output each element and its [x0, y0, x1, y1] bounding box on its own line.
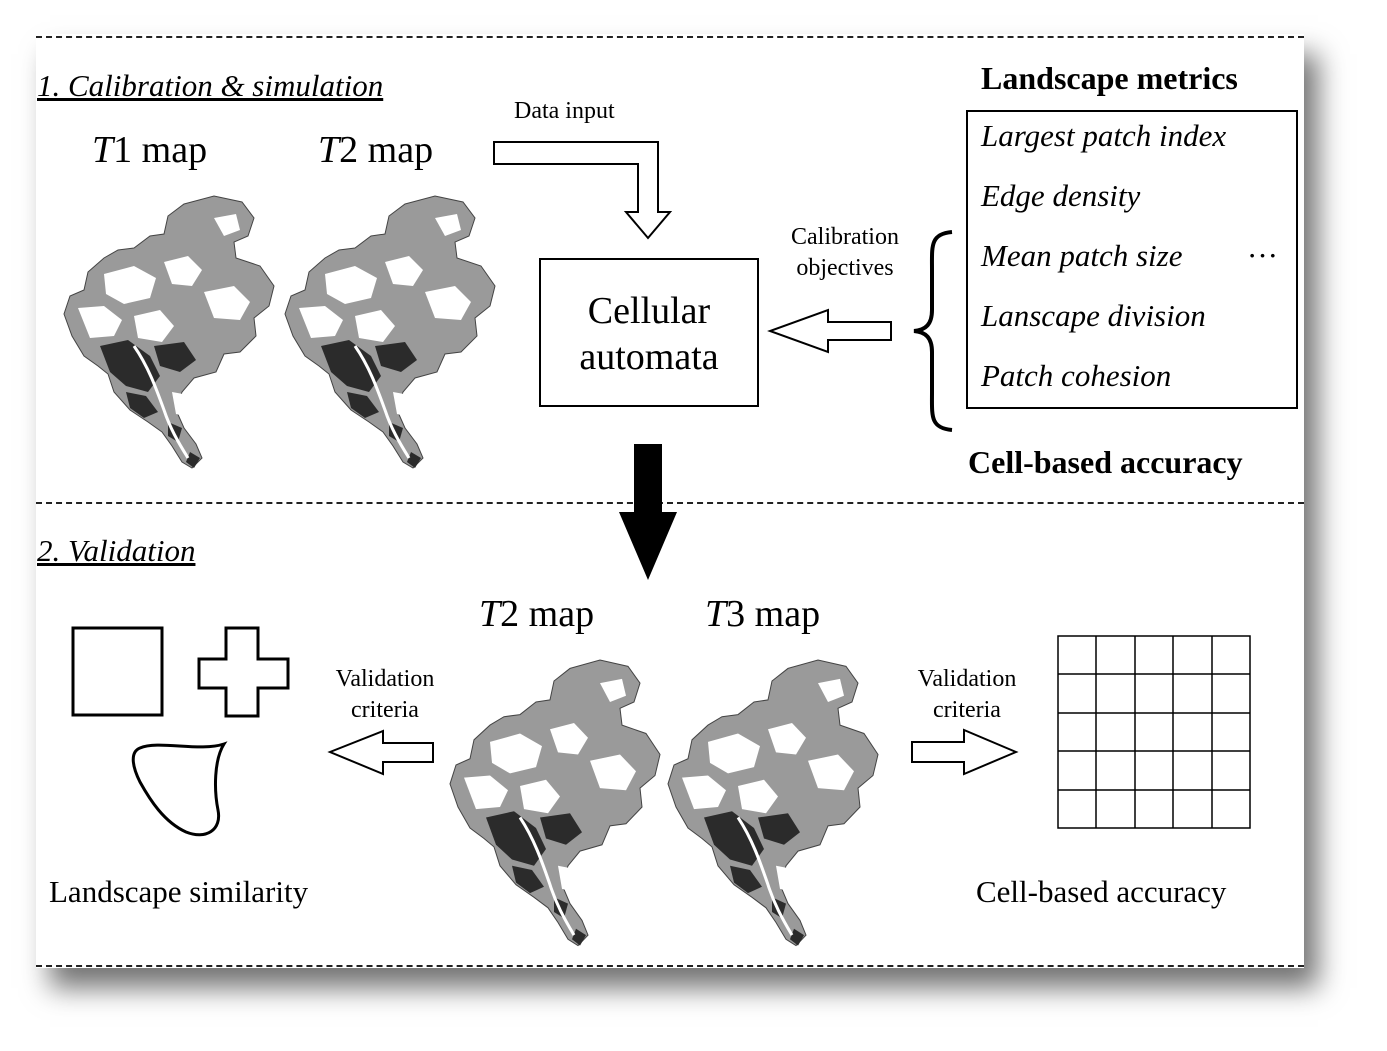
landscape-similarity-label: Landscape similarity	[49, 874, 309, 909]
middle-dashed-divider	[36, 502, 1304, 504]
t3-map-title: T3 map	[705, 593, 821, 635]
section2-title: 2. Validation	[37, 533, 196, 568]
t2-map-title-top: T2 map	[318, 129, 434, 171]
metric-mean-patch-size: Mean patch size	[981, 238, 1183, 273]
validation-criteria-right: Validation criteria	[917, 666, 1017, 723]
validation-criteria-left: Validation criteria	[335, 666, 435, 723]
bottom-dashed-divider	[36, 965, 1304, 967]
metric-largest-patch-index: Largest patch index	[981, 118, 1227, 153]
t2-map-title-bottom: T2 map	[479, 593, 595, 635]
cell-based-accuracy-bottom: Cell-based accuracy	[976, 874, 1227, 909]
section1-title: 1. Calibration & simulation	[37, 68, 384, 103]
landscape-metrics-title: Landscape metrics	[981, 60, 1238, 96]
t1-map-title: T1 map	[92, 129, 208, 171]
metrics-box	[966, 110, 1298, 409]
metric-edge-density: Edge density	[981, 178, 1141, 213]
ca-line2: automata	[579, 336, 719, 378]
data-input-label: Data input	[514, 98, 615, 124]
metrics-ellipsis: ···	[1247, 238, 1278, 273]
ca-line1: Cellular	[587, 290, 711, 332]
calibration-objectives-label: Calibration objectives	[791, 224, 899, 281]
top-dashed-divider	[36, 36, 1304, 38]
metric-patch-cohesion: Patch cohesion	[981, 358, 1172, 393]
metric-landscape-division: Lanscape division	[981, 298, 1206, 333]
cell-based-accuracy-top: Cell-based accuracy	[968, 444, 1243, 480]
cellular-automata-box: Cellular automata	[539, 258, 759, 407]
diagram-panel	[36, 34, 1304, 968]
